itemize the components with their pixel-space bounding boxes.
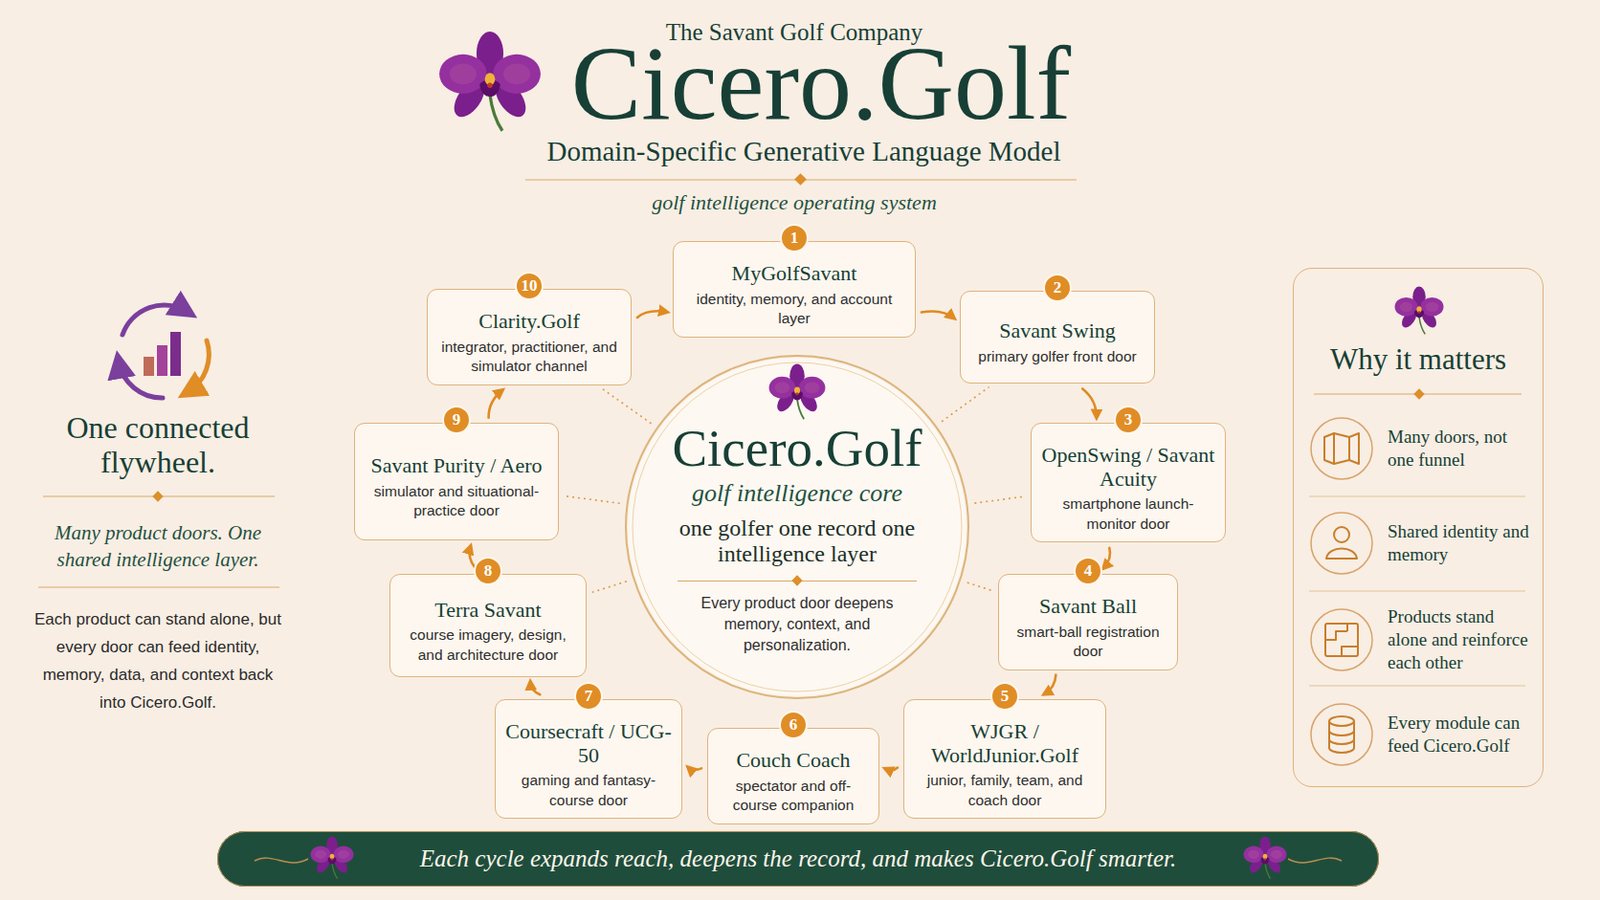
callout-number: 3 bbox=[1113, 405, 1143, 435]
flywheel-arrow bbox=[637, 311, 667, 318]
flywheel-arrow bbox=[921, 311, 955, 318]
box-title: Clarity.Golf bbox=[478, 310, 580, 334]
product-door-box: Couch Coach spectator and off-course comp… bbox=[707, 728, 880, 825]
product-door-box: Terra Savantcourse imagery, design, and … bbox=[389, 574, 587, 678]
box-title: WJGR / WorldJunior.Golf bbox=[913, 720, 1096, 768]
dotted-link bbox=[974, 496, 1025, 504]
core-circle: Cicero.Golfgolf intelligence core one gol… bbox=[623, 354, 971, 701]
flywheel-arrow bbox=[1082, 388, 1097, 418]
panel-item: Shared identity and memory bbox=[1387, 520, 1537, 567]
flywheel-arrow bbox=[1103, 548, 1111, 569]
box-title: Savant Swing bbox=[999, 319, 1116, 344]
product-door-box: MyGolfSavantidentity, memory, and accoun… bbox=[672, 241, 916, 338]
box-subtitle: spectator and off-course companion bbox=[717, 777, 869, 817]
core-subtitle: golf intelligence core bbox=[691, 478, 903, 509]
box-subtitle: gaming and fantasy-course door bbox=[505, 771, 672, 811]
flywheel-arrow bbox=[488, 390, 503, 419]
panel-item: Many doors, not one funnel bbox=[1387, 425, 1537, 472]
box-title: Couch Coach bbox=[735, 749, 850, 774]
side-body: Each product can stand alone, but every … bbox=[32, 606, 284, 718]
flywheel-arrow bbox=[530, 682, 540, 695]
product-door-box: Savant Ballsmart-ball registration door bbox=[998, 574, 1178, 671]
why-panel: Why it mattersMany doors, not one funnel… bbox=[1292, 267, 1544, 788]
core-note: Every product door deepens memory, conte… bbox=[677, 580, 917, 658]
box-title: Coursecraft / UCG-50 bbox=[505, 720, 672, 768]
callout-number: 6 bbox=[778, 711, 808, 740]
box-subtitle: course imagery, design, and architecture… bbox=[400, 625, 577, 666]
dotted-link bbox=[967, 582, 994, 592]
box-subtitle: identity, memory, and account layer bbox=[683, 289, 906, 330]
side-heading: One connected flywheel. bbox=[38, 411, 278, 481]
product-door-box: Clarity.Golf integrator, practitioner, an… bbox=[426, 288, 632, 386]
callout-number: 7 bbox=[574, 682, 603, 712]
subtitle: Domain-Specific Generative Language Mode… bbox=[497, 136, 1111, 168]
company-name: The Savant Golf Company bbox=[555, 19, 1034, 46]
core-title: Cicero.Golf bbox=[671, 421, 922, 477]
box-subtitle: junior, family, team, and coach door bbox=[913, 771, 1096, 811]
diagram-title: Cicero.Golf bbox=[571, 30, 1071, 136]
callout-number: 9 bbox=[442, 405, 471, 435]
panel-title: Why it matters bbox=[1293, 343, 1543, 377]
product-door-box: WJGR / WorldJunior.Golfjunior, family, t… bbox=[903, 699, 1107, 820]
panel-item: Products stand alone and reinforce each … bbox=[1387, 605, 1537, 674]
dotted-link bbox=[941, 387, 990, 423]
product-door-box: Savant Purity / Aero simulator and situat… bbox=[354, 422, 559, 541]
flywheel-arrow bbox=[1044, 675, 1056, 695]
box-subtitle: simulator and situational-practice door bbox=[364, 482, 549, 522]
dotted-link bbox=[592, 581, 627, 594]
box-title: Savant Purity / Aero bbox=[370, 454, 542, 479]
flywheel-arrow bbox=[688, 767, 702, 771]
callout-number: 10 bbox=[514, 271, 544, 301]
side-subheading: Many product doors. One shared intellige… bbox=[33, 519, 283, 575]
tagline: golf intelligence operating system bbox=[555, 191, 1034, 215]
callout-number: 1 bbox=[779, 223, 809, 253]
box-subtitle: smartphone launch-monitor door bbox=[1041, 494, 1216, 534]
box-title: Terra Savant bbox=[434, 599, 541, 623]
dotted-link bbox=[601, 388, 652, 424]
callout-number: 4 bbox=[1073, 556, 1103, 586]
callout-number: 5 bbox=[990, 682, 1020, 712]
callout-number: 8 bbox=[473, 556, 503, 586]
product-door-box: OpenSwing / Savant Acuitysmartphone laun… bbox=[1030, 422, 1226, 543]
callout-number: 2 bbox=[1043, 273, 1072, 303]
product-door-box: Coursecraft / UCG-50gaming and fantasy-c… bbox=[494, 699, 683, 820]
panel-item: Every module can feed Cicero.Golf bbox=[1387, 711, 1537, 758]
box-subtitle: smart-ball registration door bbox=[1008, 622, 1168, 663]
box-title: Savant Ball bbox=[1039, 595, 1137, 620]
box-title: MyGolfSavant bbox=[732, 262, 858, 287]
box-subtitle: integrator, practitioner, and simulator … bbox=[437, 337, 622, 378]
box-subtitle: primary golfer front door bbox=[977, 347, 1136, 367]
caption-band: Each cycle expands reach, deepens the re… bbox=[217, 831, 1379, 888]
flywheel-arrow bbox=[885, 768, 898, 772]
box-title: OpenSwing / Savant Acuity bbox=[1041, 444, 1216, 491]
band-text: Each cycle expands reach, deepens the re… bbox=[420, 845, 1178, 873]
product-door-box: Savant Swing primary golfer front door bbox=[959, 290, 1156, 384]
core-statement: one golfer one record one intelligence l… bbox=[677, 515, 917, 568]
dotted-link bbox=[564, 496, 621, 505]
